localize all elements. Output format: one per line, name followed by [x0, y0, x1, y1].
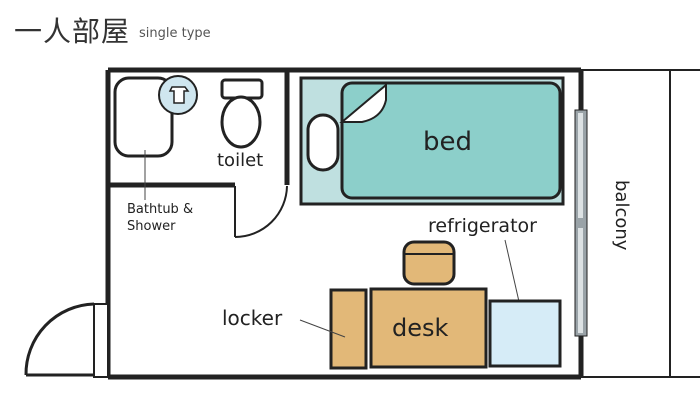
chair	[402, 240, 456, 286]
bathroom-door[interactable]	[234, 185, 288, 238]
entrance-door[interactable]	[24, 302, 109, 378]
refrigerator-label: refrigerator	[428, 215, 537, 237]
locker	[329, 288, 368, 370]
page-subtitle: single type	[139, 26, 211, 41]
balcony-label: balcony	[611, 180, 632, 251]
toilet-fixture	[220, 78, 264, 149]
refrigerator	[488, 299, 562, 368]
bathroom-walls	[108, 70, 290, 188]
page-title: 一人部屋	[14, 15, 131, 48]
bed	[299, 76, 565, 206]
toilet-label: toilet	[217, 150, 263, 171]
desk-label: desk	[392, 314, 449, 342]
bed-label: bed	[423, 127, 472, 157]
balcony	[581, 69, 700, 378]
bath-label-line2: Shower	[127, 219, 176, 234]
locker-leader	[299, 319, 346, 338]
bath-label: Bathtub &	[127, 202, 193, 217]
bathtub	[113, 75, 198, 200]
desk	[369, 287, 488, 369]
locker-label: locker	[222, 306, 283, 330]
balcony-window	[574, 109, 588, 337]
